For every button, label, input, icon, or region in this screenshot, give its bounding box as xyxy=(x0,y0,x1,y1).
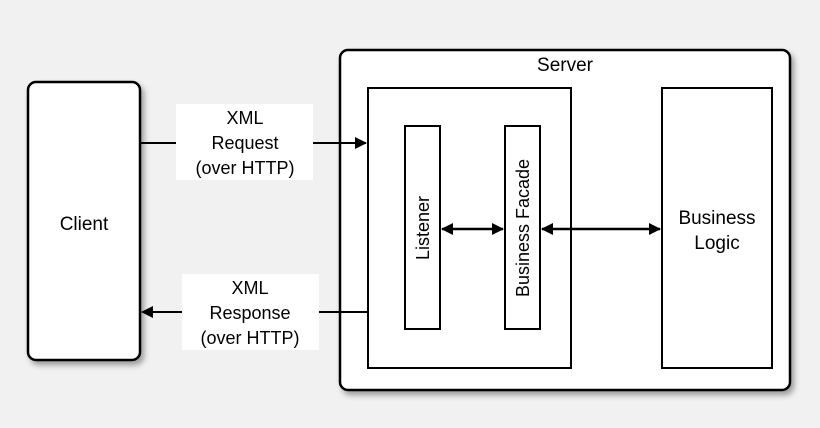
logic-label-line2: Logic xyxy=(694,233,739,254)
server-label: Server xyxy=(537,55,594,76)
logic-node: Business Logic xyxy=(661,87,773,369)
client-node: Client xyxy=(26,80,142,362)
facade-label: Business Facade xyxy=(513,159,533,297)
logic-box xyxy=(661,87,773,369)
response-label-bg xyxy=(182,274,319,350)
listener-label: Listener xyxy=(413,196,433,260)
response-label-line2: Response xyxy=(209,303,290,323)
facade-box xyxy=(504,125,541,330)
client-box xyxy=(26,80,142,362)
facade-node: Business Facade xyxy=(504,125,541,330)
client-label: Client xyxy=(60,214,109,235)
request-label-line3: (over HTTP) xyxy=(196,158,295,178)
response-label-line1: XML xyxy=(231,278,268,298)
listener-node: Listener xyxy=(404,125,441,330)
request-label-line2: Request xyxy=(211,133,278,153)
logic-label-line1: Business xyxy=(678,208,755,229)
request-label-line1: XML xyxy=(226,108,263,128)
listener-box xyxy=(404,125,441,330)
response-label-line3: (over HTTP) xyxy=(201,328,300,348)
request-label-bg xyxy=(176,104,313,180)
